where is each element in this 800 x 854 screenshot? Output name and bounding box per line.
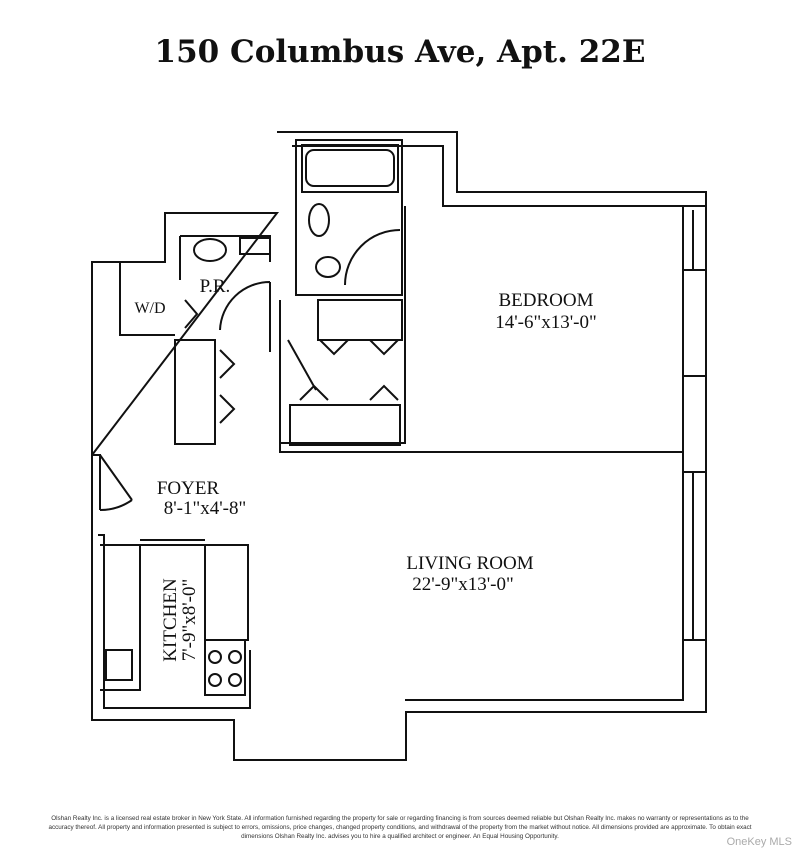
tub (305, 149, 395, 187)
entry-door (99, 454, 133, 512)
closet-1 (174, 339, 216, 445)
powder-room (179, 235, 271, 280)
label-living-room: LIVING ROOM (406, 553, 533, 574)
label-kitchen-dims: 7'-9"x8'-0" (179, 579, 200, 662)
pr-door (219, 280, 271, 352)
bedroom-wall (279, 206, 683, 453)
page-title: 150 Columbus Ave, Apt. 22E (154, 34, 646, 70)
label-foyer-dims: 8'-1"x4'-8" (164, 498, 247, 519)
closet-3 (289, 404, 401, 446)
wd-closet (119, 262, 199, 336)
kitchen-sink (105, 649, 133, 681)
label-bedroom: BEDROOM (498, 290, 593, 311)
label-foyer: FOYER (157, 478, 220, 499)
bath-walls (295, 139, 403, 296)
pr-sink (239, 237, 271, 255)
label-kitchen: KITCHEN (160, 578, 181, 662)
closet-2 (317, 299, 403, 341)
inner-wall (98, 145, 684, 709)
label-powder-room: P.R. (200, 276, 231, 297)
closet-doors (219, 339, 399, 424)
label-living-room-dims: 22'-9"x13'-0" (412, 574, 514, 595)
label-bedroom-dims: 14'-6"x13'-0" (495, 312, 597, 333)
stove-burners (208, 650, 242, 687)
label-wd: W/D (134, 300, 165, 317)
kitchen-counters (100, 539, 249, 696)
bath-door (344, 229, 401, 286)
sink-icon (315, 256, 341, 278)
pr-toilet-icon (193, 238, 227, 262)
toilet-icon (308, 203, 330, 237)
disclaimer: Olshan Realty Inc. is a licensed real es… (48, 815, 752, 840)
watermark: OneKey MLS (726, 836, 792, 848)
windows (683, 205, 706, 641)
